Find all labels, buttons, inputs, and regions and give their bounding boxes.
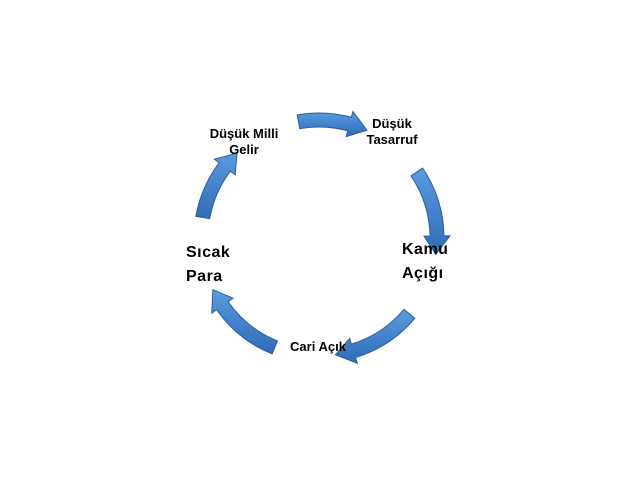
node-kamu-acigi-line-1: Kamu [402, 241, 449, 258]
arrow-kamu-to-cari-icon [334, 308, 416, 365]
node-sicak-para-line-2: Para [186, 268, 223, 285]
arrow-milli-gelir-to-tasarruf-icon [296, 110, 368, 138]
node-dusuk-milli-gelir: Düşük Milli Gelir [196, 126, 292, 159]
node-kamu-acigi: Kamu Açığı [402, 238, 452, 286]
node-dusuk-tasarruf: Düşük Tasarruf [352, 116, 432, 149]
node-dusuk-milli-gelir-line-2: Gelir [229, 142, 259, 158]
node-sicak-para-line-1: Sıcak [186, 244, 231, 261]
node-dusuk-tasarruf-line-1: Düşük [372, 116, 412, 131]
node-kamu-acigi-line-2: Açığı [402, 265, 444, 282]
node-sicak-para: Sıcak Para [186, 241, 236, 289]
node-dusuk-milli-gelir-line-1: Düşük Milli [209, 126, 279, 141]
arrow-sicak-to-milli-gelir-icon [195, 152, 238, 220]
arrow-tasarruf-to-kamu-icon [410, 167, 451, 256]
node-cari-acik-line-1: Cari Açık [290, 339, 346, 354]
node-dusuk-tasarruf-line-2: Tasarruf [366, 132, 418, 148]
node-cari-acik: Cari Açık [283, 339, 353, 355]
arrow-cari-to-sicak-icon [211, 288, 279, 355]
